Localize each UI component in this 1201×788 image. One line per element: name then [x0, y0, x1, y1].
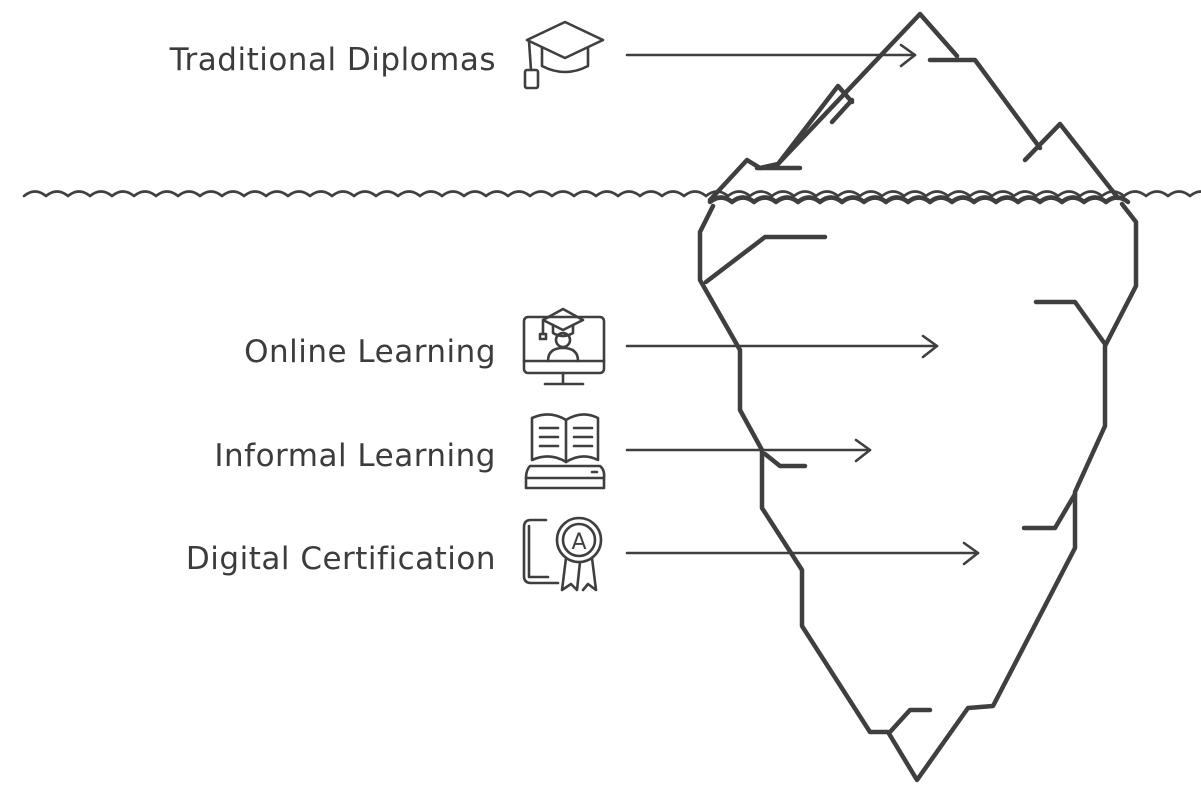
iceberg-waterline [707, 195, 1131, 205]
certificate-award-icon: A [522, 516, 603, 592]
label-digital-certification: Digital Certification [186, 541, 496, 577]
online-graduate-monitor-icon [522, 307, 606, 386]
water-line [22, 190, 1201, 198]
label-online-learning: Online Learning [244, 334, 496, 370]
arrow-digital-certification [625, 541, 980, 566]
label-traditional-diplomas: Traditional Diplomas [169, 42, 496, 78]
iceberg-tip [707, 11, 1121, 203]
graduation-cap-icon [523, 20, 605, 90]
arrow-online-learning [625, 334, 939, 359]
arrow-informal-learning [625, 438, 872, 463]
open-book-icon [524, 413, 606, 490]
svg-text:A: A [571, 530, 586, 555]
arrow-traditional-diplomas [625, 43, 917, 68]
label-informal-learning: Informal Learning [214, 438, 496, 474]
iceberg-body [697, 201, 1139, 783]
